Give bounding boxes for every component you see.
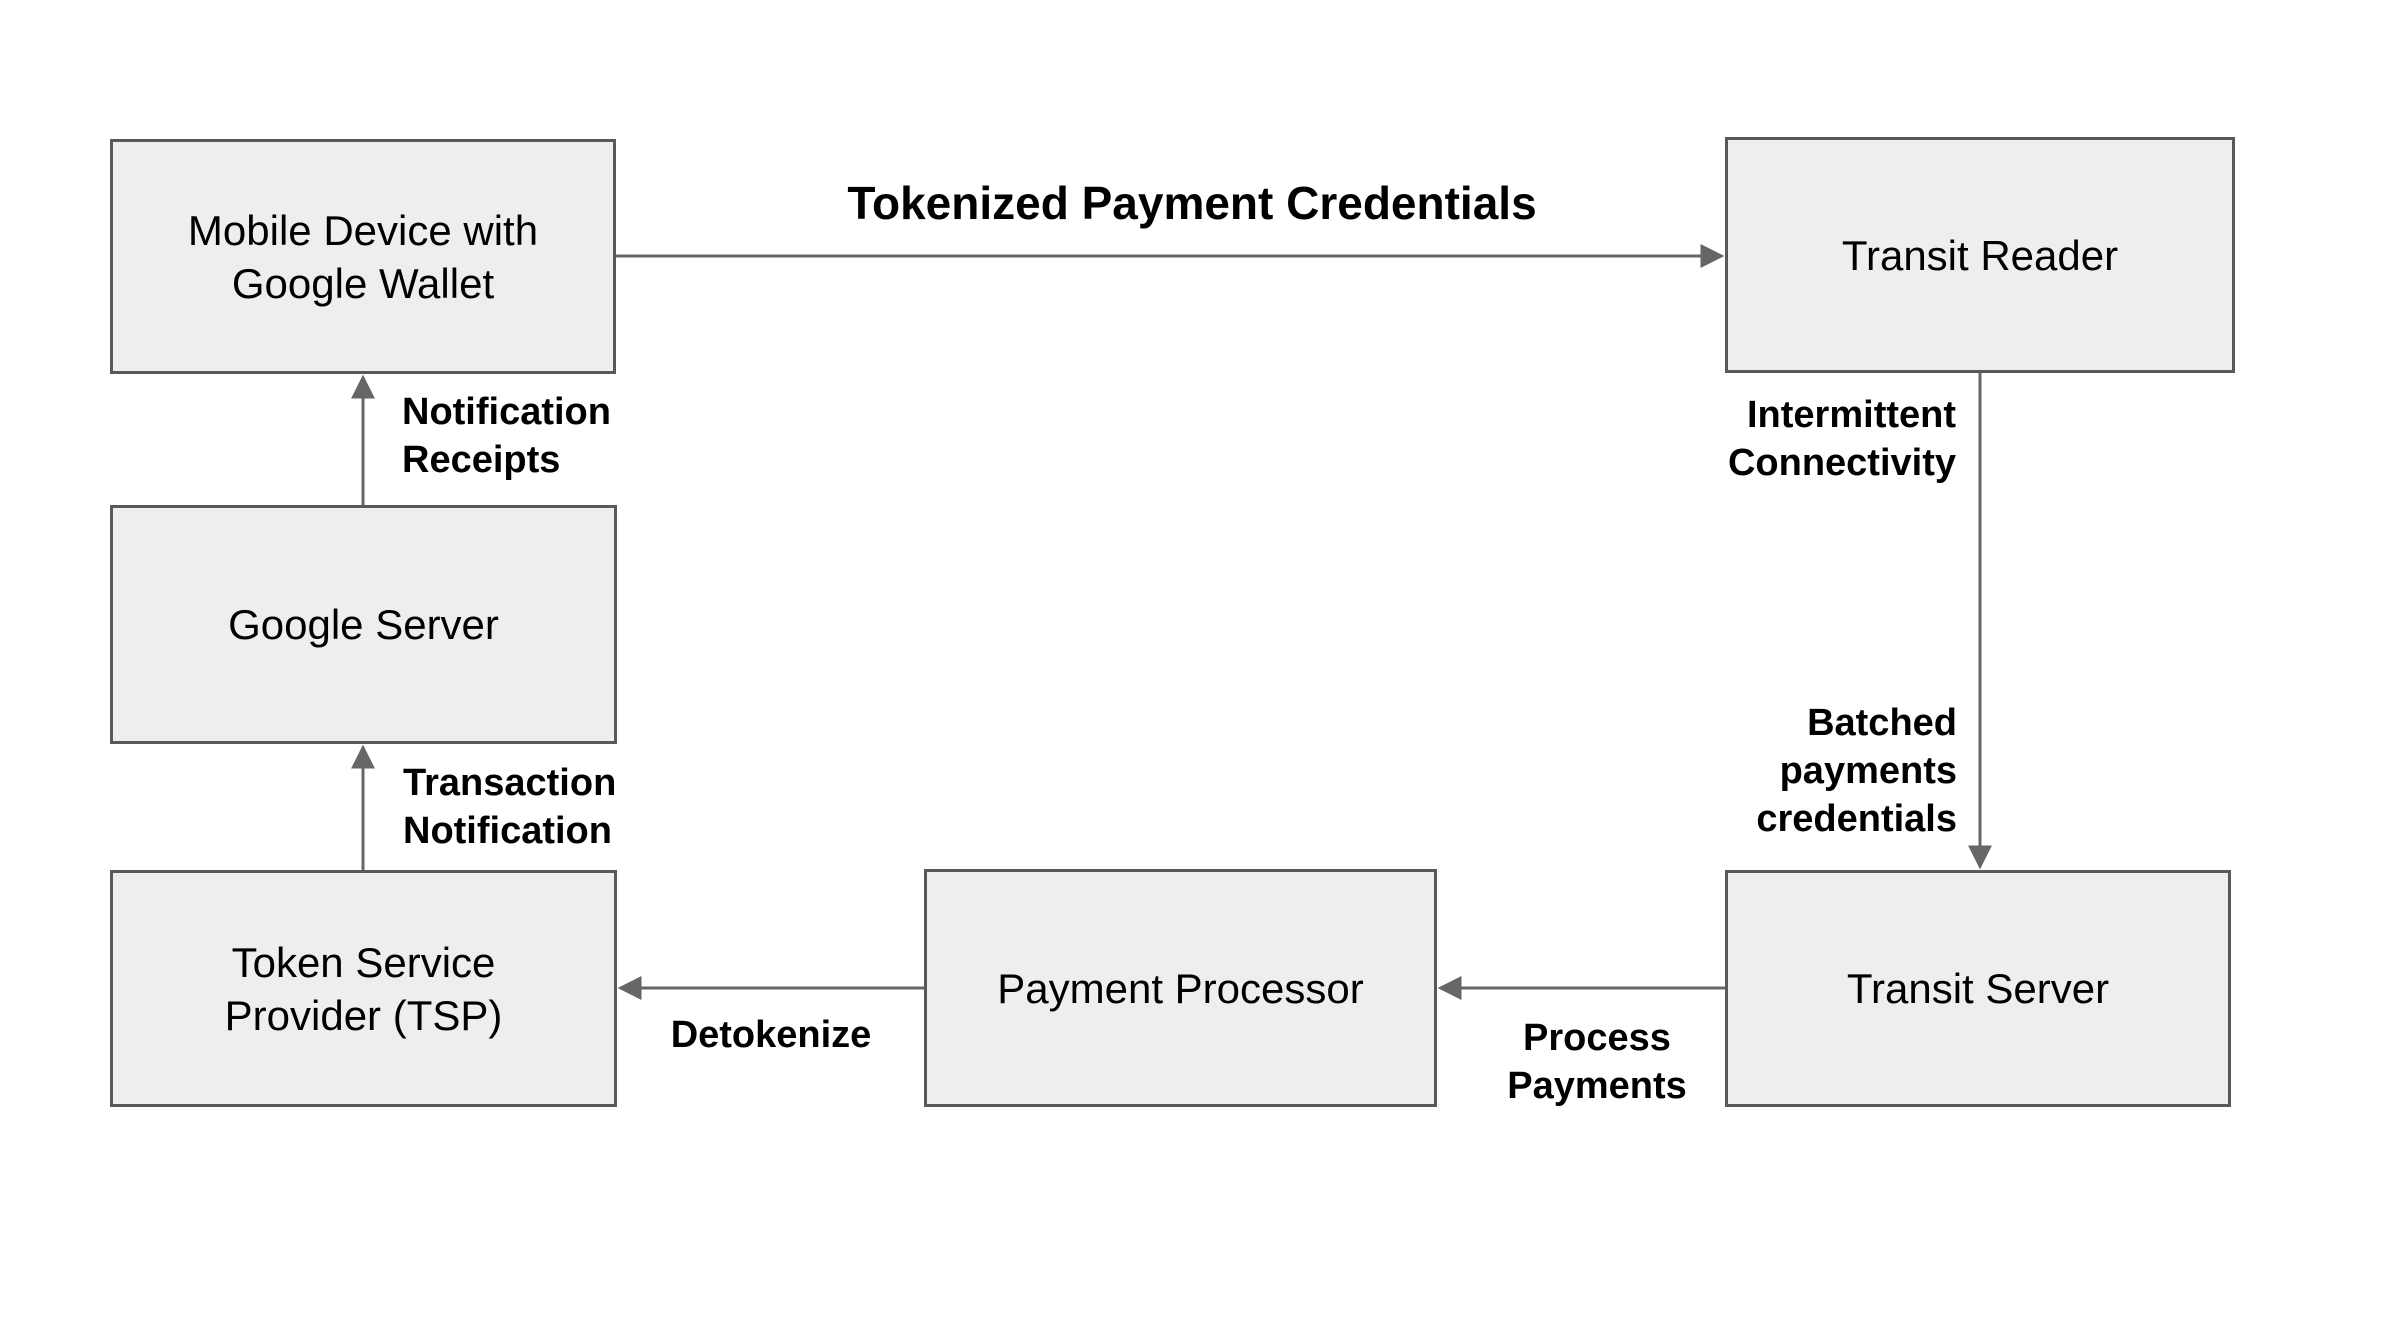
edge-label-line: Payments bbox=[1507, 1065, 1687, 1107]
edge-label-line: Notification bbox=[402, 391, 611, 433]
node-label-line: Provider (TSP) bbox=[224, 991, 503, 1039]
node-token-service-provider: Token Service Provider (TSP) bbox=[110, 870, 617, 1107]
edge-label-line: Transaction bbox=[403, 762, 617, 804]
edge-label-tokenized-payment-credentials: Tokenized Payment Credentials bbox=[847, 177, 1537, 229]
edge-label-line: Intermittent bbox=[1747, 394, 1956, 436]
edge-label-intermittent-connectivity: Intermittent Connectivity bbox=[1556, 391, 1956, 487]
edge-label-notification-receipts: Notification Receipts bbox=[402, 388, 611, 484]
node-label-line: Payment Processor bbox=[997, 964, 1364, 1012]
node-payment-processor: Payment Processor bbox=[924, 869, 1437, 1107]
node-transit-reader: Transit Reader bbox=[1725, 137, 2235, 373]
edge-label-line: Connectivity bbox=[1727, 442, 1956, 484]
edge-label-transaction-notification: Transaction Notification bbox=[403, 759, 616, 855]
edge-label-line: Notification bbox=[403, 810, 612, 852]
edge-label-process-payments: Process Payments bbox=[1447, 1014, 1747, 1110]
edge-label-line: payments bbox=[1779, 750, 1957, 792]
node-label-line: Transit Server bbox=[1846, 965, 2110, 1012]
edge-label-line: Batched bbox=[1807, 702, 1957, 744]
node-label-line: Google Server bbox=[228, 601, 499, 648]
node-label-line: Google Wallet bbox=[231, 259, 495, 307]
node-label-line: Transit Reader bbox=[1841, 231, 2119, 279]
node-label-line: Mobile Device with bbox=[187, 206, 539, 254]
edge-label-batched-payments-credentials: Batched payments credentials bbox=[1557, 699, 1957, 843]
node-transit-server: Transit Server bbox=[1725, 870, 2231, 1107]
node-google-server: Google Server bbox=[110, 505, 617, 744]
edge-label-detokenize: Detokenize bbox=[670, 1014, 872, 1056]
edge-label-line: credentials bbox=[1756, 798, 1957, 840]
edge-label-line: Process bbox=[1523, 1017, 1671, 1059]
node-mobile-device-google-wallet: Mobile Device with Google Wallet bbox=[110, 139, 616, 374]
edge-label-line: Receipts bbox=[402, 439, 561, 481]
node-label-line: Token Service bbox=[231, 938, 496, 986]
